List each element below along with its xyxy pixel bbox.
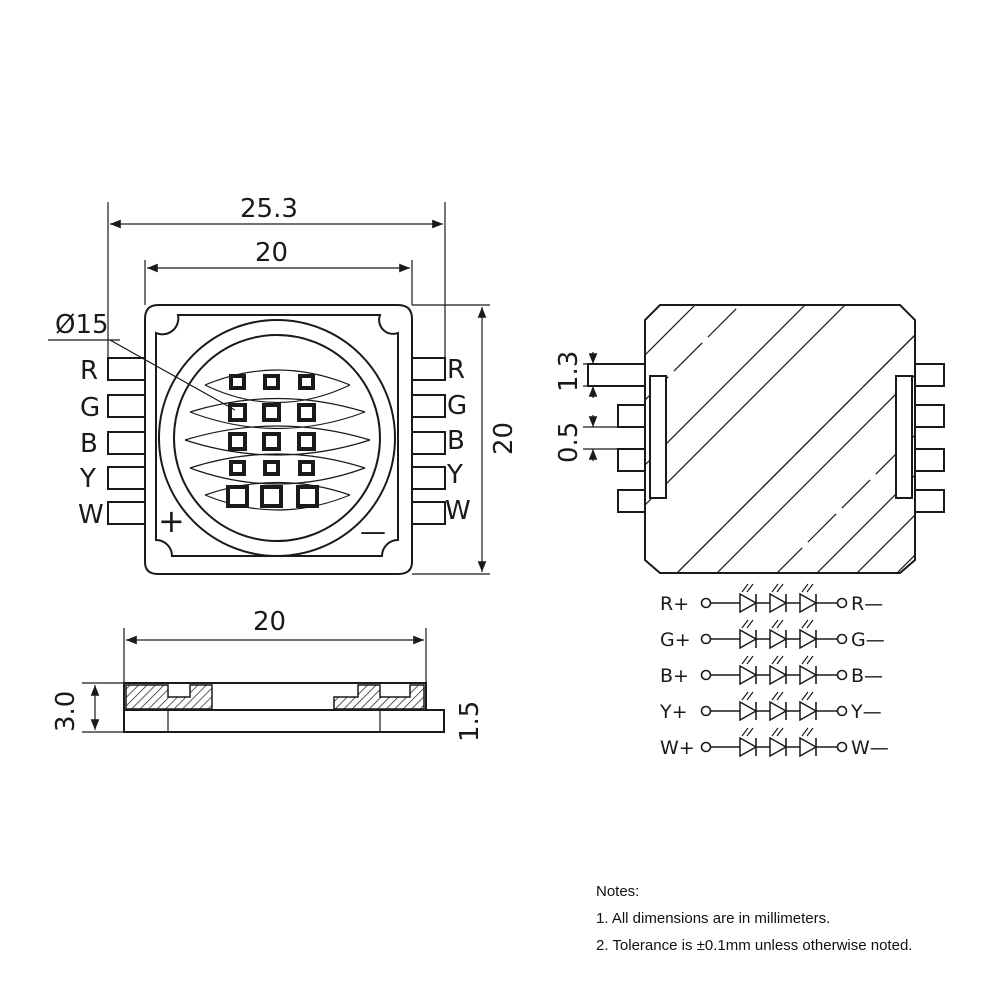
terminal-anode bbox=[700, 669, 712, 681]
led-symbol bbox=[769, 655, 788, 686]
terminal-cathode bbox=[836, 705, 848, 717]
back-body bbox=[644, 304, 916, 574]
schematic-row: B+ B— bbox=[660, 655, 883, 687]
dim-overall-label: 25.3 bbox=[240, 194, 298, 224]
led-symbol bbox=[799, 727, 818, 758]
pin-left-g: G bbox=[80, 393, 100, 423]
pin-left-y: Y bbox=[79, 464, 96, 494]
schematic-right-label: W— bbox=[851, 737, 889, 759]
pin-right-b: B bbox=[447, 426, 465, 456]
notes-title: Notes: bbox=[596, 883, 640, 900]
bond-wires bbox=[184, 369, 371, 511]
led-chips bbox=[226, 374, 319, 508]
side-view: 20 3.0 1.5 bbox=[51, 607, 485, 742]
polarity-plus: + bbox=[158, 502, 185, 540]
dim-body-label: 20 bbox=[255, 238, 288, 268]
terminal-anode bbox=[700, 633, 712, 645]
schematic-left-label: W+ bbox=[660, 737, 695, 759]
pin-left-w: W bbox=[78, 500, 104, 530]
schematic-right-label: G— bbox=[851, 629, 885, 651]
dim-circle-label: Ø15 bbox=[55, 310, 109, 340]
terminal-anode bbox=[700, 741, 712, 753]
led-symbol bbox=[769, 583, 788, 614]
led-symbol bbox=[799, 655, 818, 686]
pin-left-b: B bbox=[80, 429, 98, 459]
led-symbol bbox=[769, 727, 788, 758]
schematic-left-label: Y+ bbox=[659, 701, 688, 723]
schematic-right-label: Y— bbox=[850, 701, 882, 723]
schematic-left-label: B+ bbox=[660, 665, 689, 687]
notes-block: Notes: 1. All dimensions are in millimet… bbox=[596, 878, 912, 959]
terminal-anode bbox=[700, 597, 712, 609]
lens-outer-circle bbox=[158, 319, 396, 557]
right-pins bbox=[409, 357, 446, 525]
schematic-right-label: B— bbox=[851, 665, 883, 687]
polarity-minus: — bbox=[360, 517, 386, 547]
led-symbol bbox=[739, 619, 758, 650]
dim-pin-gap-label: 0.5 bbox=[554, 422, 584, 463]
schematic-row: G+ G— bbox=[660, 619, 885, 651]
led-symbol bbox=[739, 655, 758, 686]
pin-right-w: W bbox=[445, 496, 471, 526]
dim-pin-width-label: 1.3 bbox=[554, 351, 584, 392]
dim-height-label: 20 bbox=[489, 422, 519, 455]
left-pins bbox=[107, 357, 147, 525]
led-symbol bbox=[799, 691, 818, 722]
led-symbol bbox=[769, 619, 788, 650]
top-view: Ø15 25.3 20 20 R G B Y W R G B Y W + — bbox=[48, 194, 519, 575]
lens-inner-circle bbox=[173, 334, 381, 542]
schematic-row: W+ W— bbox=[660, 727, 889, 759]
led-symbol bbox=[739, 727, 758, 758]
terminal-cathode bbox=[836, 633, 848, 645]
led-symbol bbox=[799, 583, 818, 614]
schematic-left-label: R+ bbox=[660, 593, 689, 615]
schematic-left-label: G+ bbox=[660, 629, 691, 651]
terminal-cathode bbox=[836, 597, 848, 609]
schematic-right-label: R— bbox=[851, 593, 883, 615]
pin-right-y: Y bbox=[446, 460, 463, 490]
led-symbol bbox=[739, 691, 758, 722]
pin-right-r: R bbox=[447, 355, 465, 385]
pin-left-r: R bbox=[80, 356, 98, 386]
notes-line-2: 2. Tolerance is ±0.1mm unless otherwise … bbox=[596, 937, 913, 954]
dim-side-width-label: 20 bbox=[253, 607, 286, 637]
schematic-row: R+ R— bbox=[660, 583, 883, 615]
terminal-cathode bbox=[836, 741, 848, 753]
dim-side-height-label: 3.0 bbox=[51, 691, 81, 732]
back-view: 1.3 0.5 bbox=[554, 304, 945, 574]
led-schematic: R+ R— G+ G— B+ B— Y+ Y— W+ W— bbox=[659, 583, 889, 759]
led-symbol bbox=[769, 691, 788, 722]
terminal-cathode bbox=[836, 669, 848, 681]
dim-side-base-label: 1.5 bbox=[455, 701, 485, 742]
led-symbol bbox=[739, 583, 758, 614]
schematic-row: Y+ Y— bbox=[659, 691, 882, 723]
notes-line-1: 1. All dimensions are in millimeters. bbox=[596, 910, 831, 927]
terminal-anode bbox=[700, 705, 712, 717]
led-symbol bbox=[799, 619, 818, 650]
pin-right-g: G bbox=[447, 391, 467, 421]
